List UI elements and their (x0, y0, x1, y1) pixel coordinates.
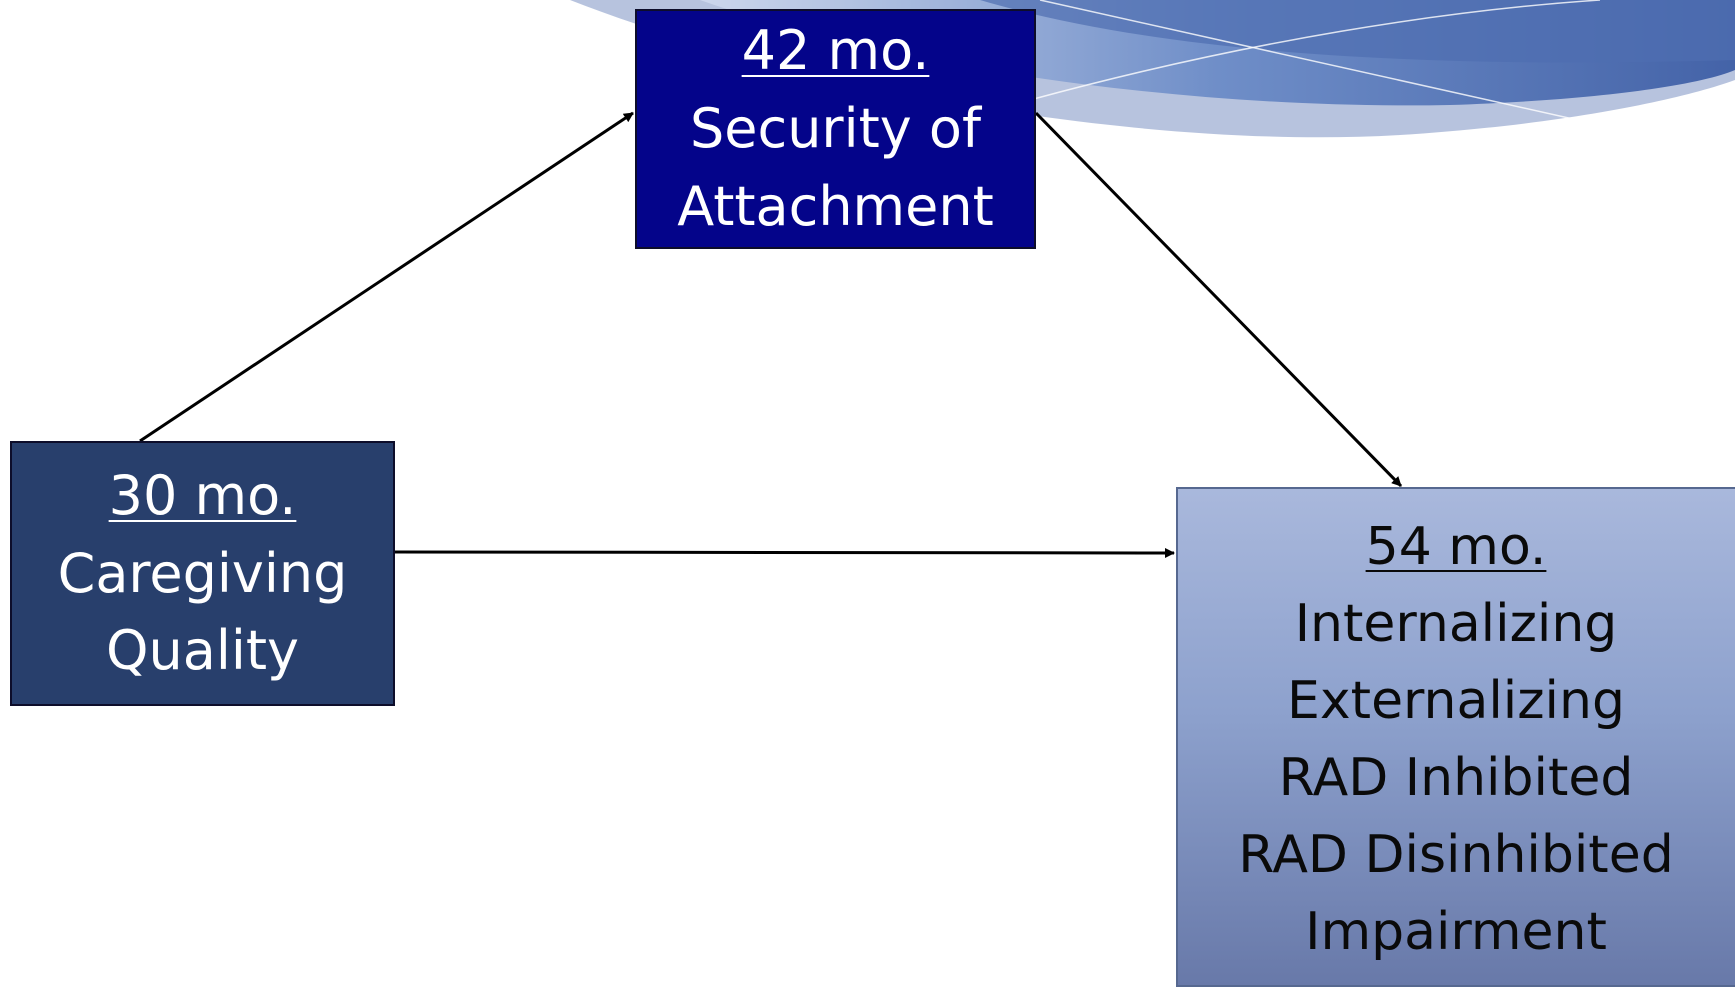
outcome-rad-inhibited: RAD Inhibited (1278, 747, 1634, 808)
node-label-line: Attachment (677, 174, 994, 238)
outcome-impairment: Impairment (1305, 901, 1607, 962)
arrow-caregiving-to-outcomes (394, 547, 1175, 558)
node-label-line: Security of (690, 97, 981, 161)
node-security-of-attachment: 42 mo. Security of Attachment (635, 9, 1036, 249)
node-caregiving-quality: 30 mo. Caregiving Quality (10, 441, 395, 706)
node-heading: 54 mo. (1365, 517, 1547, 577)
node-outcomes: 54 mo. Internalizing Externalizing RAD I… (1176, 487, 1735, 987)
arrow-attachment-to-outcomes (1034, 111, 1403, 488)
outcome-externalizing: Externalizing (1287, 670, 1625, 731)
node-label-line: Caregiving (57, 541, 348, 605)
node-heading: 30 mo. (108, 463, 297, 527)
arrow-caregiving-to-attachment (139, 111, 634, 443)
outcome-rad-disinhibited: RAD Disinhibited (1238, 824, 1674, 885)
node-heading: 42 mo. (741, 19, 930, 83)
node-label-line: Quality (106, 619, 299, 683)
outcome-internalizing: Internalizing (1294, 593, 1618, 654)
